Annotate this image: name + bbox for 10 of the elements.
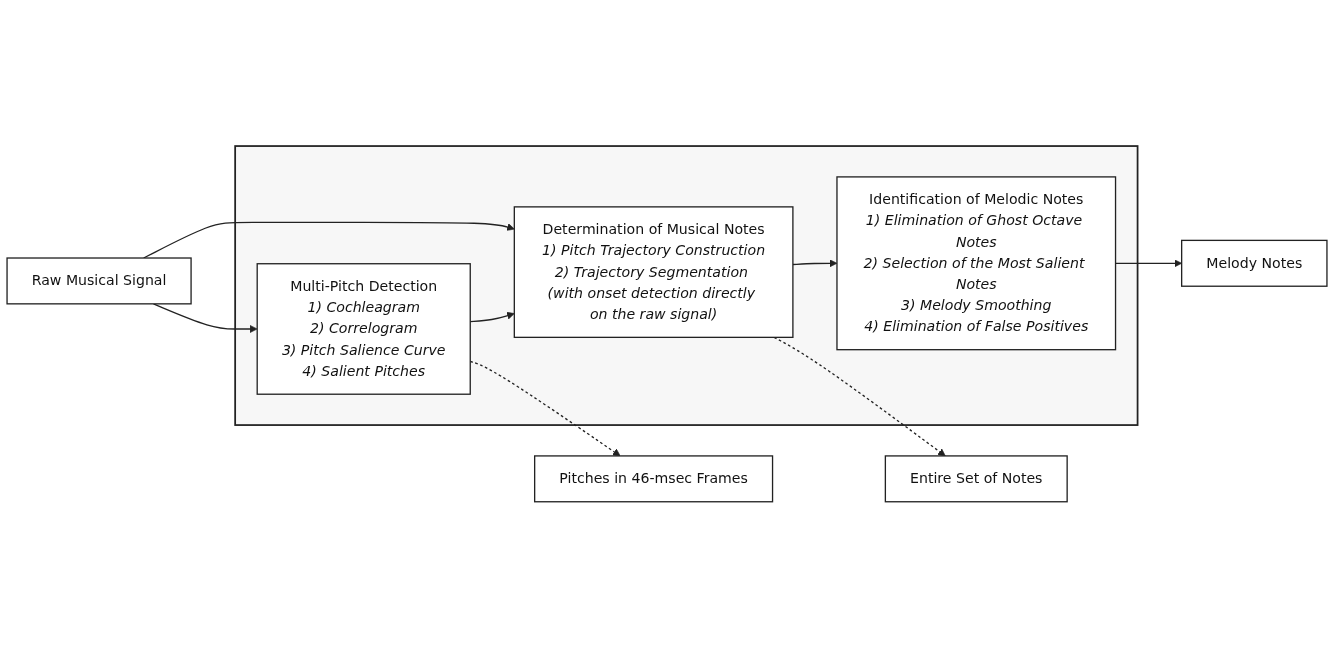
arrow (773, 336, 946, 457)
node-box: Multi-Pitch Detection 1) Cochleagram 2) Correlogram 3) Pitch Salience Curve 4) Salient Pitches (256, 263, 471, 395)
node-box: Determination of Musical Notes 1) Pitch Trajectory Construction 2) Trajectory Segmentation (with onset detection directly on the raw signal) (513, 206, 794, 339)
node-box: Entire Set of Notes (884, 455, 1068, 503)
node-box: Pitches in 46-msec Frames (534, 455, 774, 503)
node-box: Identification of Melodic Notes 1) Elimination of Ghost Octave Notes 2) Selection of the Most Salient Notes 3) Melody Smoothing 4) Elimination of False Positives (836, 176, 1117, 351)
node-box: Melody Notes (1181, 239, 1328, 287)
node-box: Raw Musical Signal (6, 257, 192, 305)
arrow (143, 221, 515, 259)
cluster (234, 145, 1139, 427)
